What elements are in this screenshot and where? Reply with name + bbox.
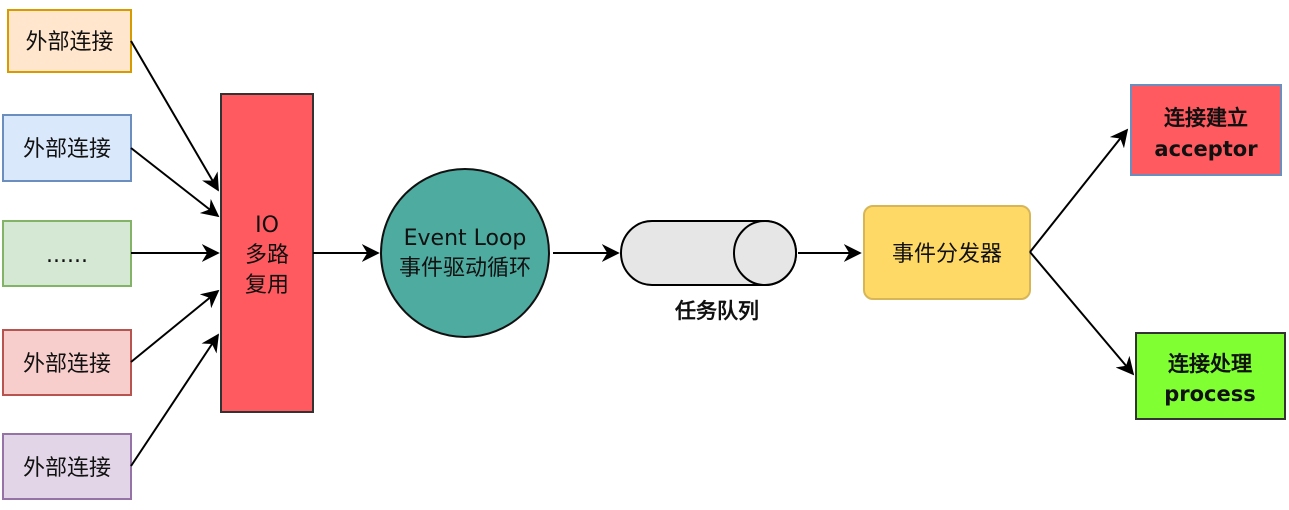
event-loop-circle: Event Loop 事件驱动循环 <box>380 168 550 338</box>
input-connection-4-label: 外部连接 <box>23 456 111 481</box>
task-queue-cylinder: 任务队列 <box>620 220 797 323</box>
task-queue-label: 任务队列 <box>674 299 759 323</box>
input-connection-1-label: 外部连接 <box>25 30 113 55</box>
process-box: 连接处理 process <box>1135 332 1286 420</box>
input-connection-3-label: 外部连接 <box>23 352 111 377</box>
io-mux-line-2: 多路 <box>245 243 289 268</box>
io-multiplexing-block: IO 多路 复用 <box>220 93 314 413</box>
process-subtitle: process <box>1164 382 1256 406</box>
input-connection-4: 外部连接 <box>2 433 132 500</box>
arrow-input-1-to-mux <box>130 40 219 192</box>
arrow-input-3-to-mux <box>130 289 220 363</box>
input-connection-2: 外部连接 <box>2 114 132 182</box>
event-loop-subtitle: 事件驱动循环 <box>399 256 531 281</box>
arrow-dispatcher-to-acceptor <box>1029 128 1129 253</box>
input-connection-2-label: 外部连接 <box>23 137 111 162</box>
event-dispatcher-label: 事件分发器 <box>892 242 1002 267</box>
input-connection-ellipsis: ...... <box>2 220 132 287</box>
event-dispatcher-box: 事件分发器 <box>863 205 1031 300</box>
event-loop-title: Event Loop <box>404 226 527 251</box>
acceptor-title: 连接建立 <box>1164 106 1248 130</box>
acceptor-subtitle: acceptor <box>1154 137 1258 161</box>
arrow-dispatcher-to-process <box>1029 251 1135 376</box>
arrow-input-4-to-mux <box>130 333 219 467</box>
input-connection-1: 外部连接 <box>7 9 132 73</box>
io-mux-line-1: IO <box>255 213 279 238</box>
input-connection-ellipsis-label: ...... <box>46 243 88 268</box>
input-connection-3: 外部连接 <box>2 329 132 396</box>
process-title: 连接处理 <box>1168 352 1252 376</box>
arrow-input-2-to-mux <box>130 147 220 218</box>
io-mux-line-3: 复用 <box>245 273 289 298</box>
acceptor-box: 连接建立 acceptor <box>1130 84 1282 176</box>
